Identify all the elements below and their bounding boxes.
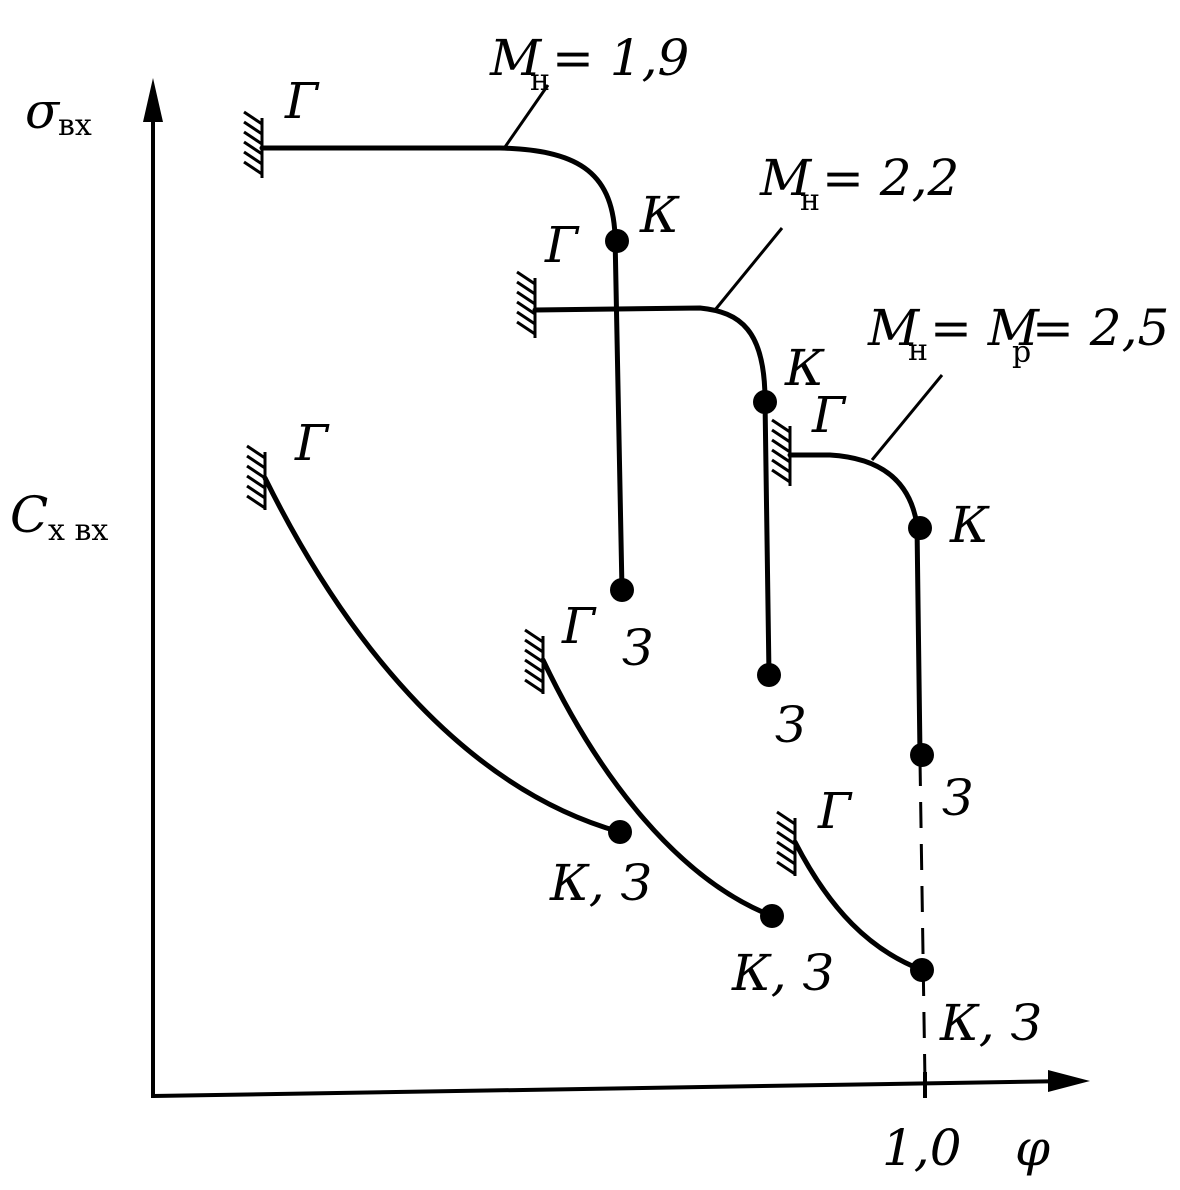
m3-subscript: н bbox=[908, 333, 928, 368]
m3-value: = 2,5 bbox=[1032, 299, 1169, 357]
upper-curve-3 bbox=[771, 374, 944, 767]
label-g-upper-3: Г bbox=[811, 386, 847, 444]
label-z-2: З bbox=[775, 696, 806, 754]
label-kz-3: К, З bbox=[939, 994, 1042, 1052]
phi-one-guide bbox=[918, 759, 927, 1083]
m2-symbol: M bbox=[759, 149, 813, 207]
m1-subscript: н bbox=[530, 63, 550, 98]
label-k-2: К bbox=[784, 339, 825, 397]
label-g-lower-3: Г bbox=[817, 782, 853, 840]
upper-curve-2 bbox=[516, 227, 784, 687]
m-label-1: M н = 1,9 bbox=[489, 29, 689, 98]
lower-curve-3 bbox=[776, 810, 934, 982]
m1-value: = 1,9 bbox=[552, 29, 689, 87]
y-lower-label: C bbox=[10, 486, 48, 544]
y-lower-subscript: x вх bbox=[48, 513, 108, 548]
label-k-3: К bbox=[949, 496, 990, 554]
label-kz-1: К, З bbox=[549, 854, 652, 912]
label-k-1: К bbox=[639, 186, 680, 244]
x-axis bbox=[152, 1079, 1071, 1098]
x-tick-label: 1,0 bbox=[882, 1119, 962, 1177]
x-axis-arrow bbox=[1048, 1070, 1090, 1092]
label-g-upper-2: Г bbox=[544, 216, 580, 274]
m-label-2: M н = 2,2 bbox=[759, 149, 959, 218]
m3-mid: = M bbox=[930, 299, 1041, 357]
lower-curve-1 bbox=[246, 444, 632, 844]
m2-subscript: н bbox=[800, 183, 820, 218]
axes bbox=[143, 78, 1090, 1098]
m-label-3: M н = M р = 2,5 bbox=[867, 299, 1169, 370]
lower-curve-2 bbox=[524, 628, 784, 928]
y-upper-subscript: вх bbox=[58, 108, 92, 143]
m1-symbol: M bbox=[489, 29, 543, 87]
m3-symbol: M bbox=[867, 299, 921, 357]
m2-value: = 2,2 bbox=[822, 149, 959, 207]
y-axis-arrow bbox=[143, 78, 163, 122]
label-g-lower-2: Г bbox=[561, 597, 597, 655]
label-g-lower-1: Г bbox=[294, 414, 330, 472]
label-z-3: З bbox=[942, 769, 973, 827]
y-upper-label: σ bbox=[25, 82, 61, 140]
label-z-1: З bbox=[622, 619, 653, 677]
upper-curve-1 bbox=[243, 84, 634, 602]
x-axis-label: φ bbox=[1015, 1119, 1050, 1177]
label-g-upper-1: Г bbox=[284, 72, 320, 130]
label-kz-2: К, З bbox=[731, 944, 834, 1002]
m3-subscript-2: р bbox=[1012, 335, 1031, 370]
